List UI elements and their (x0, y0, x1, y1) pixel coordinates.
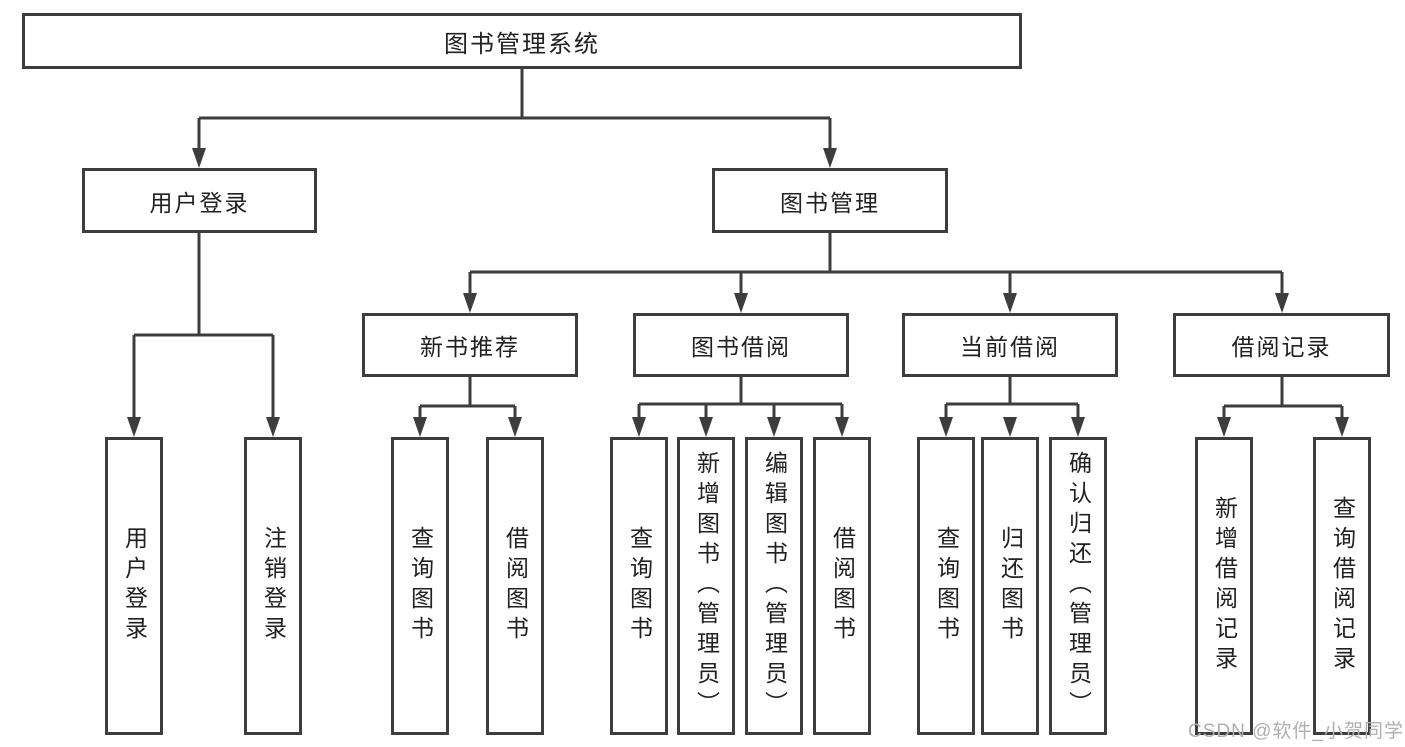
leaf-newbook-query-books: 查询图书 (391, 437, 449, 735)
arrow-down-icon (192, 148, 206, 168)
arrow-down-icon (1275, 293, 1289, 313)
node-book-borrow: 图书借阅 (633, 313, 849, 377)
arrow-down-icon (463, 293, 477, 313)
connector-path (132, 69, 1344, 421)
node-new-book-recommend: 新书推荐 (362, 313, 578, 377)
arrow-down-icon (835, 417, 849, 437)
arrow-down-icon (1003, 293, 1017, 313)
leaf-newbook-borrow-books: 借阅图书 (486, 437, 544, 735)
arrowheads (127, 148, 1349, 437)
leaf-borrow-add-books-admin: 新增图书（管理员） (677, 437, 735, 735)
arrow-down-icon (767, 417, 781, 437)
node-current-borrow: 当前借阅 (902, 313, 1118, 377)
node-user-login: 用户登录 (82, 168, 317, 233)
arrow-down-icon (266, 417, 280, 437)
arrow-down-icon (1003, 417, 1017, 437)
leaf-current-return-books: 归还图书 (981, 437, 1039, 735)
leaf-user-login: 用户登录 (105, 437, 163, 735)
arrow-down-icon (1071, 417, 1085, 437)
arrow-down-icon (734, 293, 748, 313)
arrow-down-icon (1335, 417, 1349, 437)
node-borrow-record: 借阅记录 (1173, 313, 1390, 377)
arrow-down-icon (127, 417, 141, 437)
leaf-current-query-books: 查询图书 (917, 437, 975, 735)
arrow-down-icon (1217, 417, 1231, 437)
leaf-logout: 注销登录 (244, 437, 302, 735)
watermark: CSDN @软件_小贺同学 (1188, 721, 1404, 742)
leaf-borrow-query-books: 查询图书 (610, 437, 668, 735)
arrow-down-icon (413, 417, 427, 437)
arrow-down-icon (508, 417, 522, 437)
node-root-system: 图书管理系统 (22, 13, 1022, 69)
arrow-down-icon (632, 417, 646, 437)
arrow-down-icon (939, 417, 953, 437)
leaf-borrow-edit-books-admin: 编辑图书（管理员） (745, 437, 803, 735)
leaf-current-confirm-return-admin: 确认归还（管理员） (1049, 437, 1107, 735)
arrow-down-icon (823, 148, 837, 168)
node-book-management: 图书管理 (712, 168, 948, 233)
leaf-record-add-borrow-record: 新增借阅记录 (1195, 437, 1253, 735)
leaf-borrow-borrow-books: 借阅图书 (813, 437, 871, 735)
leaf-record-query-borrow-record: 查询借阅记录 (1313, 437, 1371, 735)
arrow-down-icon (699, 417, 713, 437)
